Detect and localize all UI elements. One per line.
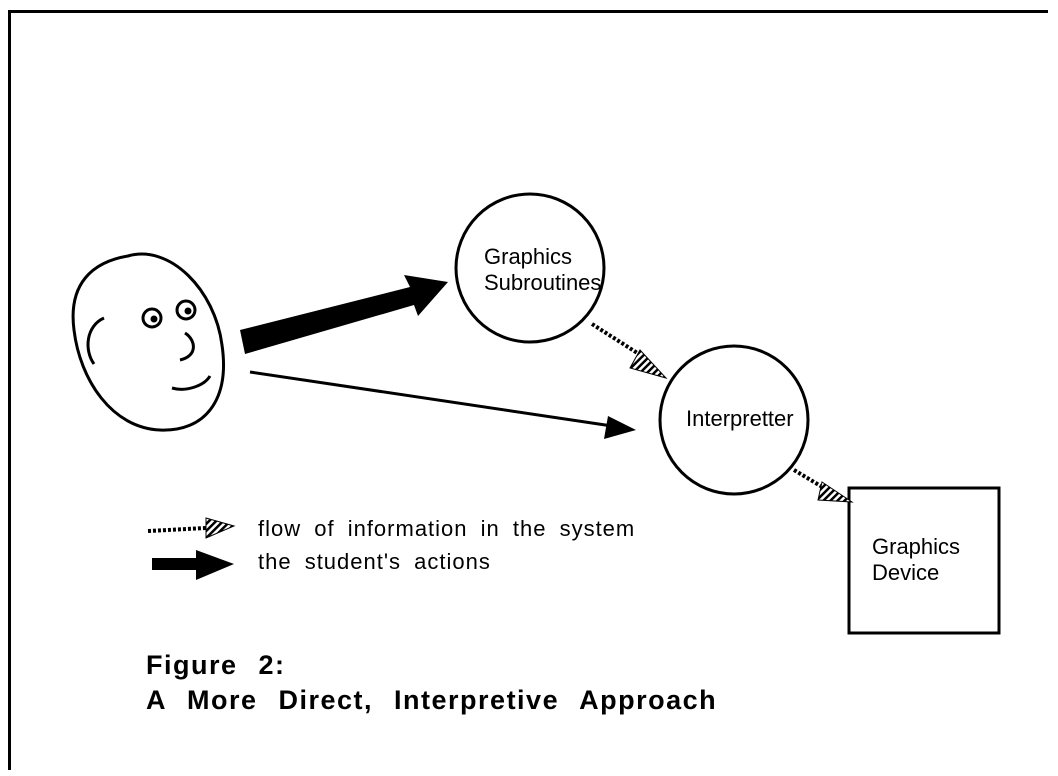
graphics-subroutines-label-line1: Graphics [484,244,573,269]
info-flow-arrow-subroutines-interpretter [590,322,668,379]
figure-frame [8,10,1048,770]
legend-action-label: the student's actions [258,549,491,574]
graphics-device-label-line2: Device [872,560,940,585]
action-arrow-to-subroutines [240,275,448,354]
legend-info-flow-label: flow of information in the system [258,516,636,541]
legend-info-flow-icon [147,517,236,539]
figure-number: Figure 2: [146,650,286,680]
graphics-subroutines-label-line2: Subroutines [484,270,602,295]
graphics-device-node [847,486,1001,635]
graphics-subroutines-label: Graphics Subroutines [484,244,601,296]
graphics-device-label-line1: Graphics [872,534,961,559]
action-arrow-to-interpretter [249,370,636,439]
figure-title: A More Direct, Interpretive Approach [146,685,718,715]
student-face [71,252,225,432]
legend-action-icon [152,550,234,580]
interpretter-label: Interpretter [686,406,794,431]
info-flow-arrow-interpretter-device [792,468,854,503]
graphics-subroutines-node [454,192,606,344]
graphics-device-label: Graphics Device [872,534,960,586]
interpretter-node [658,344,810,496]
